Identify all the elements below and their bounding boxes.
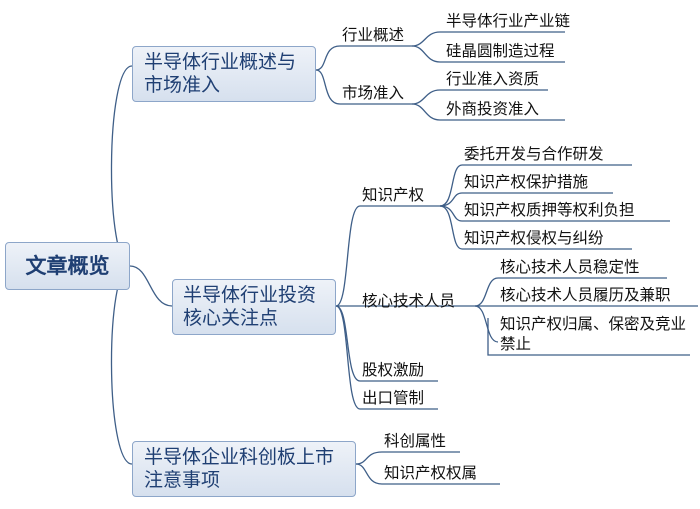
item-ip-ownership-noncompete: 知识产权归属、保密及竞业禁止 [500,315,687,353]
root-label: 文章概览 [25,253,110,278]
item-joint-rnd: 委托开发与合作研发 [464,145,604,163]
item-ip-infringement: 知识产权侵权与纠纷 [464,229,604,247]
group-core-staff: 核心技术人员 [362,292,456,310]
root-node: 文章概览 [5,242,130,290]
group-ip-ownership: 知识产权权属 [384,464,478,482]
item-foreign-investment: 外商投资准入 [446,100,540,118]
section-investment-node: 半导体行业投资核心关注点 [172,279,336,335]
section-overview-node: 半导体行业概述与市场准入 [132,46,316,102]
section-investment-title: 半导体行业投资核心关注点 [183,284,317,329]
item-staff-resume: 核心技术人员履历及兼职 [500,286,671,304]
group-export-control: 出口管制 [362,389,425,407]
group-equity-incentive: 股权激励 [362,361,425,379]
item-wafer-process: 硅晶圆制造过程 [446,42,555,60]
item-ip-protection: 知识产权保护措施 [464,173,589,191]
item-ip-pledge: 知识产权质押等权利负担 [464,201,635,219]
group-industry-overview: 行业概述 [342,26,405,44]
section-star-market-title: 半导体企业科创板上市注意事项 [144,446,335,491]
item-staff-stability: 核心技术人员稳定性 [500,258,640,276]
item-industry-chain: 半导体行业产业链 [446,12,571,30]
group-market-access: 市场准入 [342,84,405,102]
section-overview-title: 半导体行业概述与市场准入 [144,51,297,96]
section-star-market-node: 半导体企业科创板上市注意事项 [132,441,356,497]
item-access-qualification: 行业准入资质 [446,70,540,88]
group-ip: 知识产权 [362,186,425,204]
group-tech-attribute: 科创属性 [384,432,447,450]
